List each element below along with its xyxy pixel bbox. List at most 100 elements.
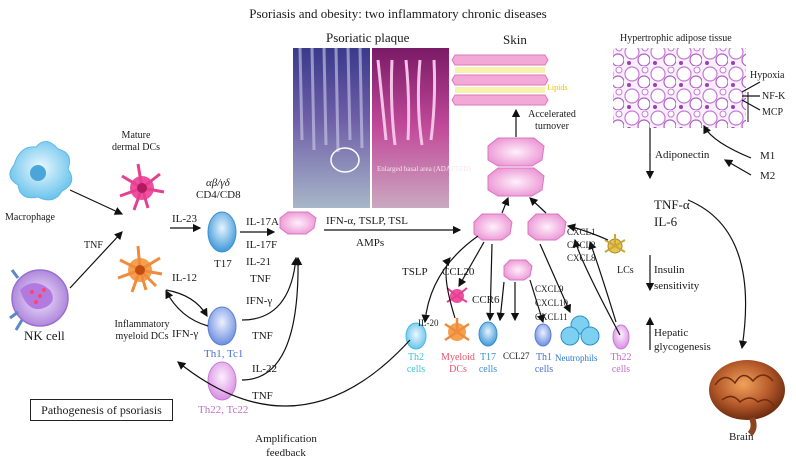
label-th22-tc22: Th22, Tc22 — [198, 404, 249, 416]
arrow-th1-ker — [241, 256, 300, 321]
label-il23: IL-23 — [172, 213, 198, 225]
label-cxcl9: CXCL9 — [535, 284, 564, 294]
th2-cell — [405, 322, 427, 350]
t17-cell-small — [478, 321, 498, 347]
label-psoriatic-plaque: Psoriatic plaque — [326, 30, 410, 45]
nk-cell — [9, 269, 69, 331]
label-il21: IL-21 — [246, 256, 272, 268]
label-th1-tc1: Th1, Tc1 — [204, 348, 244, 360]
arrow-ccr6 — [485, 243, 495, 322]
label-macrophage: Macrophage — [5, 212, 55, 223]
label-il20: IL-20 — [418, 318, 439, 328]
inflammatory-dendritic-cell — [117, 245, 163, 293]
label-tnf-left: TNF — [84, 240, 103, 251]
label-cxcl10: CXCL10 — [535, 298, 569, 308]
label-ifn-tslp: IFN-α, TSLP, TSL — [326, 215, 408, 227]
arrow-myeloid-up — [442, 257, 456, 319]
label-tslp: TSLP — [402, 266, 428, 278]
label-il17a: IL-17A — [246, 216, 279, 228]
label-cxcl2: CXCL2 — [567, 240, 596, 250]
arrow-th1 — [529, 279, 545, 324]
label-hepatic: Hepatic glycogenesis — [654, 327, 711, 353]
label-tnfa: TNF-α — [654, 197, 690, 212]
myeloid-dendritic-cell — [444, 287, 470, 342]
label-tnf-th1: TNF — [252, 330, 273, 342]
arrow-amplification — [177, 339, 411, 407]
label-hypoxia: Hypoxia — [750, 70, 785, 81]
label-brain: Brain — [729, 431, 754, 443]
mature-dendritic-cell — [119, 163, 165, 211]
label-nk-cell: NK cell — [24, 328, 65, 343]
label-il17f: IL-17F — [246, 239, 278, 251]
th22-tc22-cell — [207, 361, 237, 401]
langerhans-cell — [604, 234, 626, 254]
arrow-cxcl — [539, 243, 571, 314]
label-t17-cells: T17 cells — [478, 352, 498, 375]
label-skin: Skin — [503, 32, 527, 47]
label-th22-cells: Th22 cells — [610, 352, 632, 375]
arrow-lcs-ker — [566, 223, 609, 241]
label-ifng-mid: IFN-γ — [246, 295, 273, 307]
label-th1-cells: Th1 cells — [534, 352, 554, 375]
label-tnf-t17: TNF — [250, 273, 271, 285]
label-m2: M2 — [760, 170, 776, 182]
skin-layers — [451, 54, 549, 106]
label-il22: IL-22 — [252, 363, 278, 375]
th1-cell-small — [534, 323, 552, 347]
hypoxia-arrows — [741, 81, 761, 111]
arrow-m1 — [703, 124, 752, 159]
label-cd4-cd8: CD4/CD8 — [196, 189, 241, 201]
label-nfk: NF-K — [762, 91, 786, 102]
pathogenesis-box: Pathogenesis of psoriasis — [30, 399, 173, 421]
arrow-ifng-back — [165, 289, 209, 327]
label-accelerated: Accelerated turnover — [528, 109, 576, 132]
arrow-macrophage-dc — [69, 189, 124, 215]
adipose-tissue-image — [613, 48, 746, 128]
label-myeloid-dcs: Myeloid DCs — [441, 352, 475, 375]
label-mcp: MCP — [762, 107, 784, 118]
label-ccl20: CCL20 — [442, 266, 475, 278]
label-ifng-left: IFN-γ — [172, 328, 199, 340]
arrow-nk-dc — [69, 231, 123, 289]
arrow-th22-ker — [241, 256, 303, 381]
label-lcs: LCs — [617, 265, 634, 276]
arrow-m2 — [723, 159, 752, 176]
label-adiponectin: Adiponectin — [655, 149, 710, 161]
label-ccl27: CCL27 — [503, 351, 530, 361]
label-inflam-dcs: Inflammatory myeloid DCs — [114, 319, 170, 342]
label-il6: IL-6 — [654, 214, 678, 229]
label-adipose: Hypertrophic adipose tissue — [620, 33, 732, 44]
label-ab-gd: αβ/γδ — [206, 177, 230, 189]
label-amplification: Amplification feedback — [255, 433, 317, 459]
label-th2-cells: Th2 cells — [406, 352, 426, 375]
label-amps: AMPs — [356, 237, 385, 249]
label-insulin: Insulin sensitivity — [654, 264, 700, 292]
psoriatic-plaque-image — [293, 47, 449, 208]
brain-image — [709, 360, 785, 437]
label-il12: IL-12 — [172, 272, 198, 284]
t17-cell — [207, 211, 237, 253]
th22-cell-small — [612, 324, 630, 350]
keratinocytes — [279, 137, 567, 281]
figure-title: Psoriasis and obesity: two inflammatory … — [249, 6, 547, 21]
th1-tc1-cell — [207, 306, 237, 346]
label-lipids: Lipids — [547, 83, 568, 92]
arrow-ccl20 — [458, 241, 485, 288]
arrow-th22-up — [572, 238, 621, 336]
label-m1: M1 — [760, 150, 776, 162]
arrow-ker-up-right — [529, 197, 547, 214]
label-mature-dcs: Mature dermal DCs — [111, 130, 161, 153]
label-tnf-th22: TNF — [252, 390, 273, 402]
neutrophil-cluster — [560, 315, 600, 346]
label-cxcl8: CXCL8 — [567, 253, 596, 263]
arrow-t17 — [496, 281, 505, 322]
arrow-il12 — [165, 289, 208, 318]
label-cxcl11: CXCL11 — [535, 312, 568, 322]
label-neutrophils: Neutrophils — [555, 353, 598, 363]
label-cxcl1: CXCL1 — [567, 227, 596, 237]
arrow-th22-lcs — [588, 240, 617, 323]
arrow-tnf-brain — [687, 199, 748, 350]
label-plaque-inset: Enlarged basal area (ADAPTED) — [377, 165, 471, 173]
